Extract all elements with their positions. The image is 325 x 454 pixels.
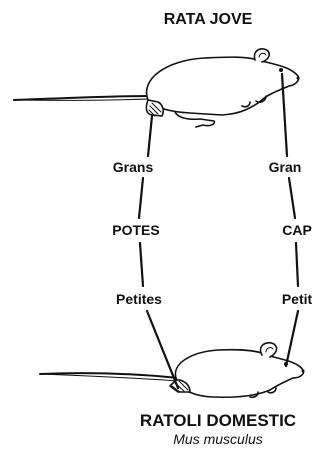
right-lower-label: Petit xyxy=(280,291,314,307)
connector-lines xyxy=(139,74,298,388)
line-petit-to-mouse-head xyxy=(286,311,298,366)
right-upper-label: Gran xyxy=(267,159,304,175)
house-mouse-illustration xyxy=(40,343,305,398)
line-cap-to-petit xyxy=(296,243,298,286)
bottom-subtitle: Mus musculus xyxy=(173,431,262,447)
line-potes-to-petites xyxy=(140,243,143,286)
left-upper-label: Grans xyxy=(111,159,155,175)
line-rat-leg-to-grans xyxy=(148,116,152,156)
left-middle-label: POTES xyxy=(110,222,161,238)
line-gran-to-cap xyxy=(289,178,295,218)
left-lower-label: Petites xyxy=(114,291,164,307)
young-rat-illustration xyxy=(14,49,300,127)
line-grans-to-potes xyxy=(139,178,143,218)
bottom-title: RATOLI DOMESTIC xyxy=(140,411,296,430)
top-title: RATA JOVE xyxy=(164,11,253,29)
right-middle-label: CAP xyxy=(280,222,314,238)
